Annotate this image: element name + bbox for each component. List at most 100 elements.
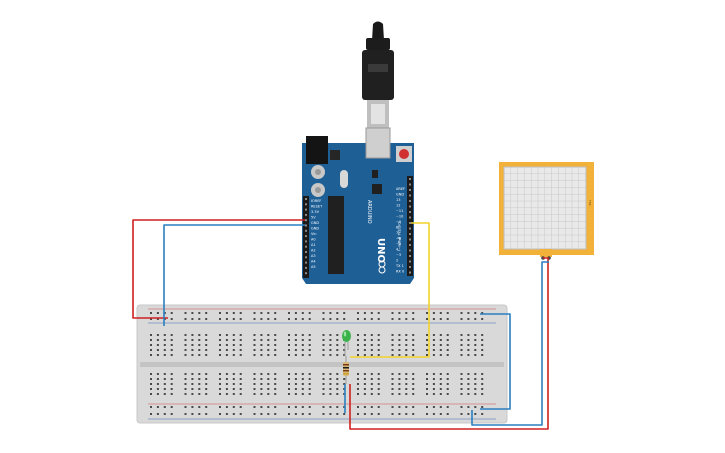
power-rail-hole[interactable] [267,413,270,415]
terminal-hole[interactable] [398,349,401,351]
terminal-hole[interactable] [405,373,408,375]
terminal-hole[interactable] [260,388,263,390]
terminal-hole[interactable] [225,388,228,390]
terminal-hole[interactable] [363,373,366,375]
terminal-hole[interactable] [357,388,359,390]
terminal-hole[interactable] [170,334,173,336]
power-rail-hole[interactable] [412,406,415,408]
power-rail-hole[interactable] [232,312,235,314]
terminal-hole[interactable] [446,393,449,395]
terminal-hole[interactable] [432,334,435,336]
header-pin[interactable] [409,200,411,202]
terminal-hole[interactable] [322,373,325,375]
power-rail-hole[interactable] [481,406,484,408]
terminal-hole[interactable] [191,388,194,390]
power-rail-hole[interactable] [150,312,152,314]
power-rail-hole[interactable] [343,312,346,314]
header-pin[interactable] [409,183,411,186]
terminal-hole[interactable] [467,373,470,375]
header-pin[interactable] [409,238,411,241]
terminal-hole[interactable] [163,373,166,375]
terminal-hole[interactable] [267,344,270,346]
power-rail-hole[interactable] [322,406,325,408]
power-rail-hole[interactable] [294,318,297,320]
terminal-hole[interactable] [460,349,463,351]
terminal-hole[interactable] [253,383,256,385]
power-rail-hole[interactable] [357,413,359,415]
terminal-hole[interactable] [219,393,221,395]
power-rail-hole[interactable] [150,406,152,408]
terminal-hole[interactable] [219,344,221,346]
wire-blue-rail-jumper[interactable] [480,313,511,410]
terminal-hole[interactable] [253,354,256,356]
terminal-hole[interactable] [170,388,173,390]
terminal-hole[interactable] [446,344,449,346]
power-rail-hole[interactable] [239,406,242,408]
terminal-hole[interactable] [474,383,477,385]
terminal-hole[interactable] [205,378,208,380]
terminal-hole[interactable] [301,393,304,395]
power-rail-hole[interactable] [377,318,380,320]
power-rail-hole[interactable] [467,312,470,314]
power-rail-hole[interactable] [460,413,463,415]
terminal-hole[interactable] [405,334,408,336]
terminal-hole[interactable] [467,344,470,346]
power-rail-hole[interactable] [329,406,332,408]
terminal-hole[interactable] [184,354,187,356]
terminal-hole[interactable] [474,344,477,346]
terminal-hole[interactable] [239,393,242,395]
power-rail-hole[interactable] [232,406,235,408]
power-rail-hole[interactable] [432,312,435,314]
power-rail-hole[interactable] [370,318,373,320]
power-rail-hole[interactable] [253,413,256,415]
power-rail-hole[interactable] [426,413,428,415]
terminal-hole[interactable] [391,373,394,375]
terminal-hole[interactable] [301,388,304,390]
power-rail-hole[interactable] [329,413,332,415]
terminal-hole[interactable] [198,349,201,351]
terminal-hole[interactable] [481,388,484,390]
terminal-hole[interactable] [156,349,159,351]
terminal-hole[interactable] [274,334,277,336]
power-rail-hole[interactable] [294,413,297,415]
terminal-hole[interactable] [205,344,208,346]
power-rail-hole[interactable] [163,406,166,408]
header-pin[interactable] [305,235,307,238]
power-rail-hole[interactable] [474,318,477,320]
terminal-hole[interactable] [412,344,415,346]
terminal-hole[interactable] [260,339,263,341]
terminal-hole[interactable] [170,354,173,356]
terminal-hole[interactable] [370,388,373,390]
resistor[interactable] [343,356,349,384]
terminal-hole[interactable] [432,373,435,375]
led[interactable] [342,330,351,356]
power-rail-hole[interactable] [225,318,228,320]
terminal-hole[interactable] [294,344,297,346]
wire-blue-gnd[interactable] [163,224,305,326]
terminal-hole[interactable] [163,334,166,336]
terminal-hole[interactable] [377,354,380,356]
terminal-hole[interactable] [267,339,270,341]
terminal-hole[interactable] [426,373,428,375]
power-rail-hole[interactable] [232,318,235,320]
power-rail-hole[interactable] [253,406,256,408]
power-rail-hole[interactable] [322,318,325,320]
terminal-hole[interactable] [184,339,187,341]
terminal-hole[interactable] [391,383,394,385]
terminal-hole[interactable] [432,354,435,356]
terminal-hole[interactable] [446,339,449,341]
power-rail-hole[interactable] [274,318,277,320]
terminal-hole[interactable] [301,378,304,380]
terminal-hole[interactable] [467,334,470,336]
power-rail-hole[interactable] [460,318,463,320]
terminal-hole[interactable] [412,378,415,380]
terminal-hole[interactable] [198,378,201,380]
terminal-hole[interactable] [260,378,263,380]
terminal-hole[interactable] [370,393,373,395]
terminal-hole[interactable] [191,393,194,395]
terminal-hole[interactable] [308,349,311,351]
terminal-hole[interactable] [232,334,235,336]
terminal-hole[interactable] [398,383,401,385]
terminal-hole[interactable] [219,378,221,380]
